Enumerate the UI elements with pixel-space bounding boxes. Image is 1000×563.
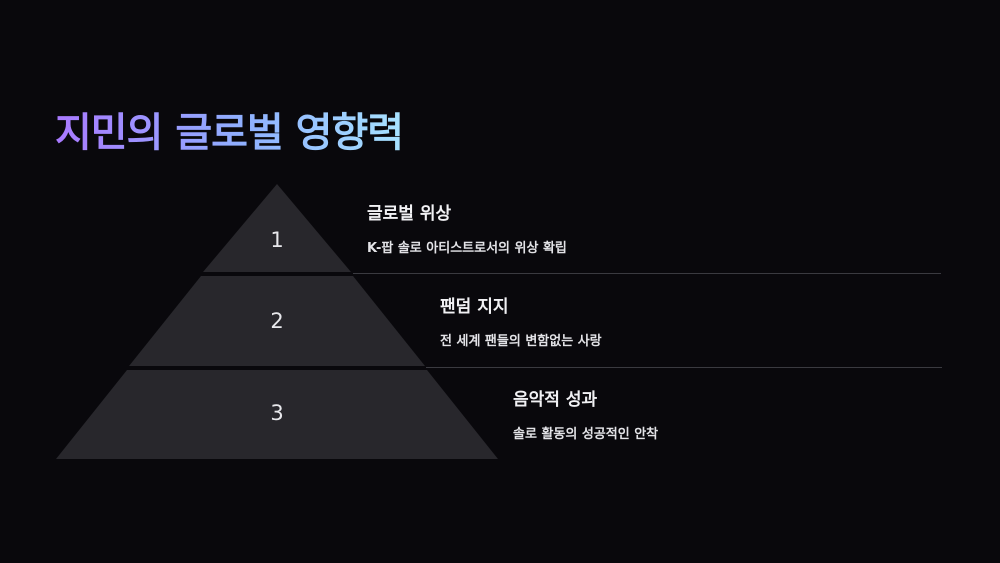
tier-3-title: 음악적 성과 — [513, 390, 598, 410]
tier-3-number: 3 — [270, 401, 283, 425]
tier-1-title: 글로벌 위상 — [367, 204, 452, 224]
page-title: 지민의 글로벌 영향력 — [55, 100, 404, 158]
tier-1-number: 1 — [270, 228, 283, 252]
tier-1-divider — [353, 273, 941, 274]
pyramid-tier-2 — [129, 276, 425, 366]
tier-2-number: 2 — [270, 309, 283, 333]
pyramid-tier-3 — [56, 370, 498, 459]
tier-2-divider — [426, 367, 942, 368]
tier-2-description: 전 세계 팬들의 변함없는 사랑 — [440, 334, 602, 349]
pyramid-tier-1 — [203, 184, 351, 272]
tier-3-description: 솔로 활동의 성공적인 안착 — [513, 427, 659, 442]
tier-1-description: K-팝 솔로 아티스트로서의 위상 확립 — [367, 241, 567, 256]
tier-2-title: 팬덤 지지 — [440, 297, 509, 317]
